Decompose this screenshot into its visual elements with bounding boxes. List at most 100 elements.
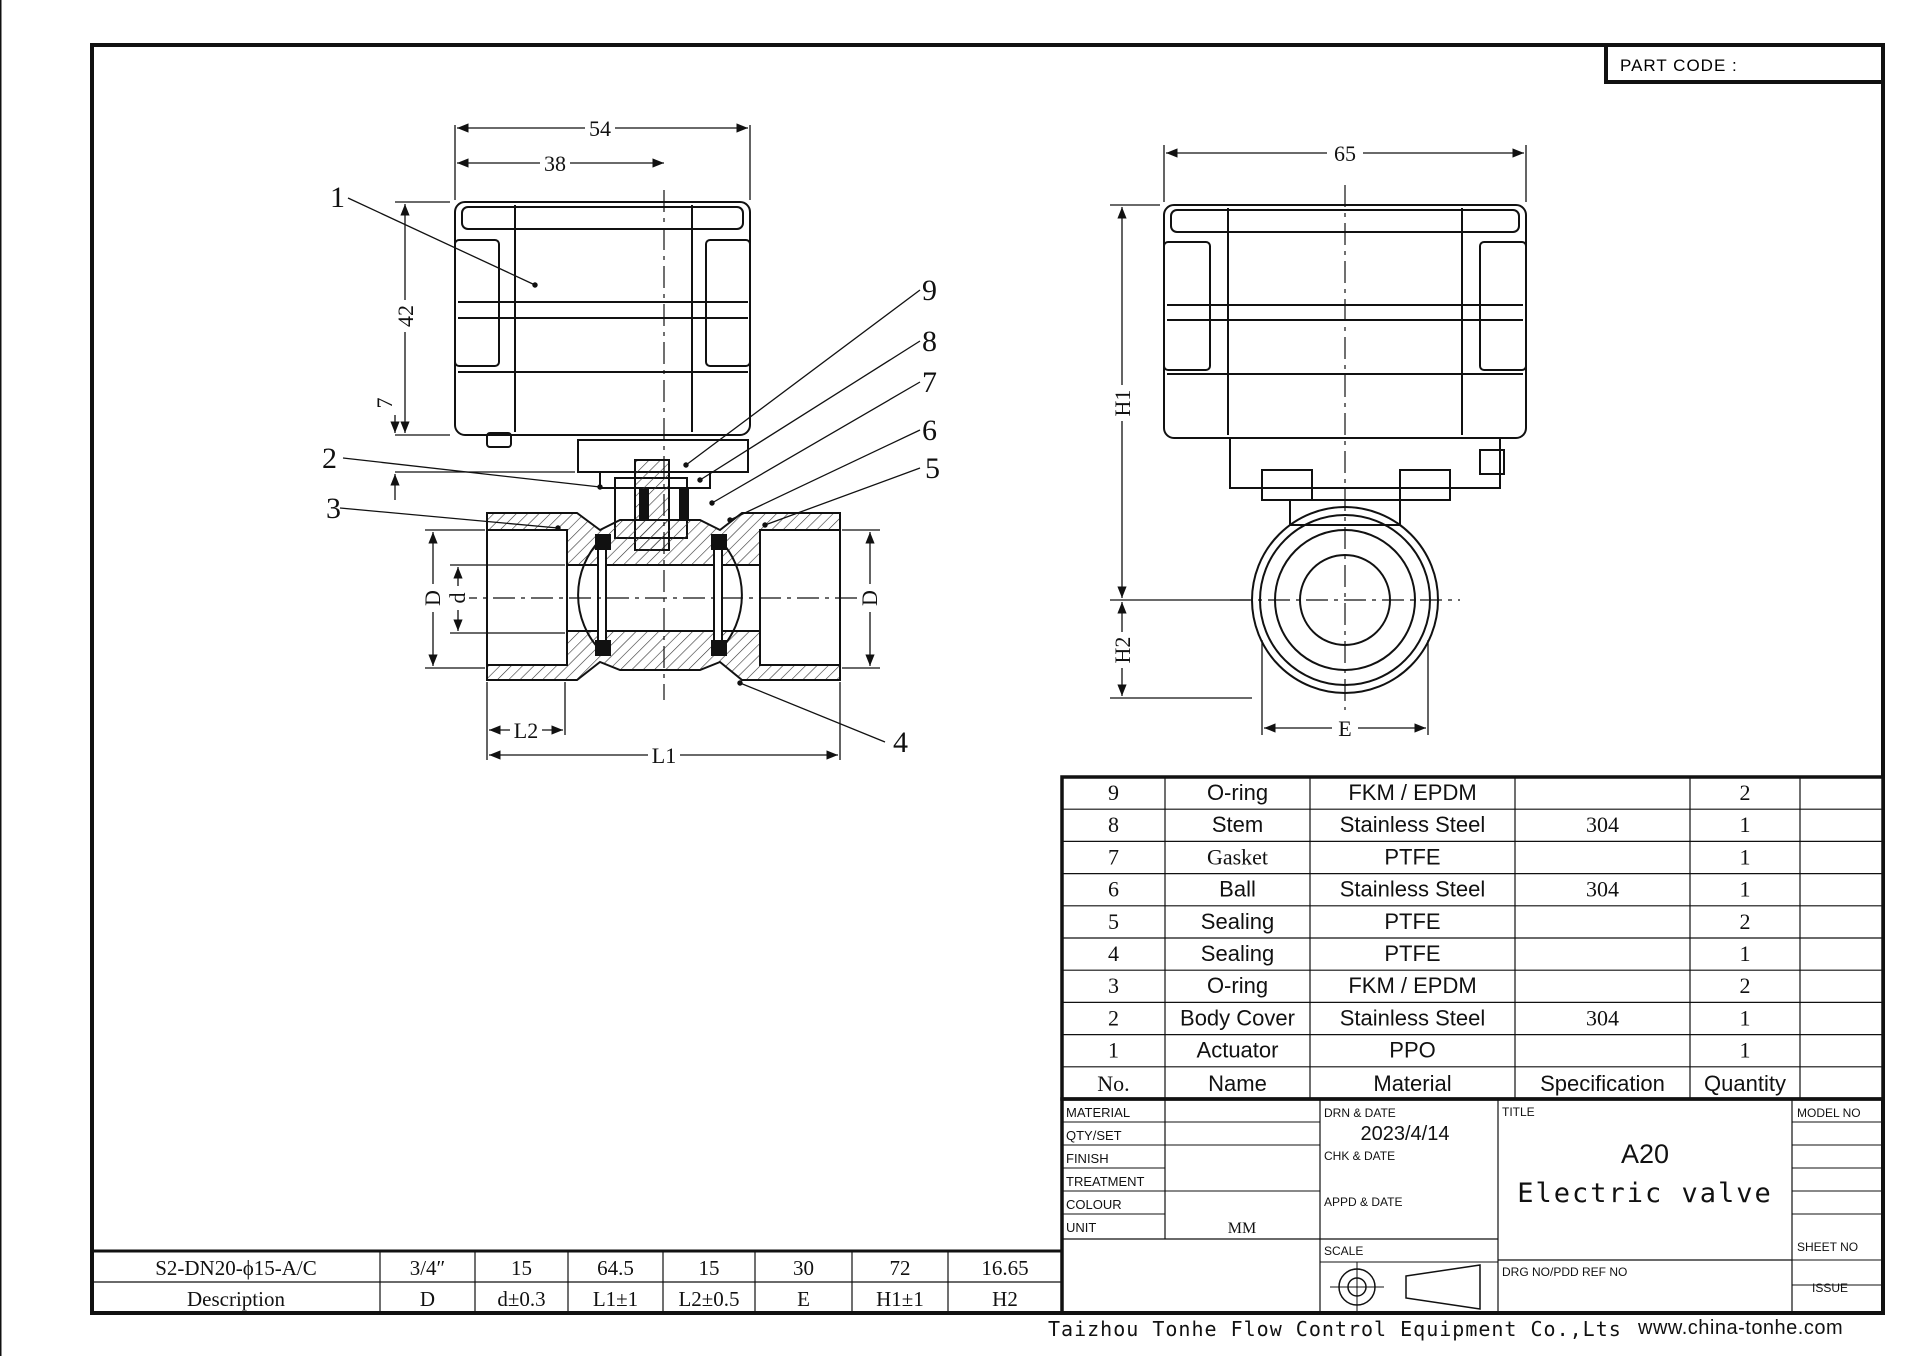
spec-value-4: 15 (699, 1256, 720, 1280)
bom-cell-no: 4 (1108, 941, 1119, 966)
bom-header-qty: Quantity (1704, 1071, 1786, 1096)
dim-7: 7 (372, 398, 397, 409)
bom-cell-material: FKM / EPDM (1348, 973, 1476, 998)
dim-H1: H1 (1110, 390, 1135, 417)
bom-cell-name: Gasket (1207, 844, 1268, 869)
bom-cell-material: PPO (1389, 1038, 1435, 1063)
front-dim-labels: 54 38 42 7 D d D L2 L1 (372, 114, 883, 768)
drg-label: DRG NO/PDD REF NO (1502, 1265, 1627, 1279)
callout-5: 5 (925, 452, 940, 485)
bom-cell-name: Sealing (1201, 909, 1274, 934)
bom-cell-qty: 1 (1740, 812, 1751, 837)
bom-cell-qty: 2 (1740, 973, 1751, 998)
dim-L1: L1 (652, 743, 676, 768)
spec-value-0: S2-DN20-ϕ15-A/C (155, 1256, 317, 1280)
label-qty-set: QTY/SET (1066, 1128, 1122, 1143)
chk-label: CHK & DATE (1324, 1149, 1395, 1163)
appd-label: APPD & DATE (1324, 1195, 1402, 1209)
dim-H2: H2 (1110, 637, 1135, 664)
bom-cell-qty: 1 (1740, 877, 1751, 902)
bom-cell-qty: 1 (1740, 1005, 1751, 1030)
bom-cell-qty: 2 (1740, 909, 1751, 934)
part-code-label: PART CODE : (1620, 56, 1738, 75)
bom-cell-qty: 1 (1740, 941, 1751, 966)
title-line1: A20 (1621, 1139, 1669, 1169)
bom-cell-no: 5 (1108, 909, 1119, 934)
bom-cell-qty: 1 (1740, 844, 1751, 869)
dim-38: 38 (544, 151, 566, 176)
callout-leaders (339, 197, 921, 743)
spec-value-7: 16.65 (981, 1256, 1028, 1280)
callout-6: 6 (922, 414, 937, 447)
spec-label-3: L1±1 (593, 1287, 638, 1311)
scale-label: SCALE (1324, 1244, 1363, 1258)
bom-header-spec: Specification (1540, 1071, 1665, 1096)
title-line2: Electric valve (1517, 1178, 1773, 1209)
side-dim-labels: 65 H1 H2 E (1110, 140, 1363, 741)
bom-cell-no: 3 (1108, 973, 1119, 998)
callout-8: 8 (922, 325, 937, 358)
spec-label-2: d±0.3 (497, 1287, 545, 1311)
label-material: MATERIAL (1066, 1105, 1130, 1120)
spec-value-1: 3/4″ (410, 1256, 446, 1280)
bom-header-no: No. (1097, 1071, 1129, 1096)
bom-cell-material: Stainless Steel (1340, 1005, 1486, 1030)
part-code-box: PART CODE : (1604, 45, 1883, 84)
dim-42: 42 (393, 305, 418, 327)
callout-3: 3 (326, 492, 341, 525)
label-treatment: TREATMENT (1066, 1174, 1145, 1189)
bom-cell-name: Actuator (1197, 1038, 1279, 1063)
spec-label-0: Description (187, 1287, 285, 1311)
front-view (454, 190, 860, 700)
bom-cell-qty: 2 (1740, 780, 1751, 805)
callout-2: 2 (322, 442, 337, 475)
side-view (1163, 185, 1527, 710)
bom-cell-material: Stainless Steel (1340, 877, 1486, 902)
bom-cell-material: FKM / EPDM (1348, 780, 1476, 805)
bom-cell-name: Sealing (1201, 941, 1274, 966)
callout-4: 4 (893, 726, 908, 759)
bom-header-material: Material (1373, 1071, 1451, 1096)
callout-numbers: 1 2 3 4 5 6 7 8 9 (322, 181, 940, 759)
label-unit: UNIT (1066, 1220, 1096, 1235)
sheet-label: SHEET NO (1797, 1240, 1858, 1254)
spec-value-3: 64.5 (597, 1256, 634, 1280)
callout-1: 1 (330, 181, 345, 214)
issue-label: ISSUE (1812, 1281, 1848, 1295)
title-label: TITLE (1502, 1105, 1535, 1119)
label-finish: FINISH (1066, 1151, 1109, 1166)
callout-7: 7 (922, 366, 937, 399)
drn-label: DRN & DATE (1324, 1106, 1396, 1120)
dim-L2: L2 (514, 718, 538, 743)
bom-cell-material: PTFE (1384, 909, 1440, 934)
side-dimensions (1110, 145, 1527, 735)
dim-65: 65 (1334, 141, 1356, 166)
spec-label-1: D (420, 1287, 435, 1311)
dim-54: 54 (589, 116, 611, 141)
dim-D-right: D (857, 590, 882, 606)
callout-9: 9 (922, 274, 937, 307)
bom-cell-name: Ball (1219, 877, 1256, 902)
label-colour: COLOUR (1066, 1197, 1122, 1212)
company-website[interactable]: www.china-tonhe.com (1638, 1317, 1844, 1339)
bom-cell-no: 8 (1108, 812, 1119, 837)
sheet-border (90, 43, 1885, 1315)
spec-label-6: H1±1 (876, 1287, 924, 1311)
dim-E: E (1338, 716, 1351, 741)
bom-cell-no: 7 (1108, 844, 1119, 869)
model-label: MODEL NO (1797, 1106, 1861, 1120)
bom-cell-spec: 304 (1586, 1005, 1619, 1030)
spec-value-2: 15 (511, 1256, 532, 1280)
bom-cell-material: Stainless Steel (1340, 812, 1486, 837)
unit-value: MM (1228, 1220, 1256, 1237)
bom-header-name: Name (1208, 1071, 1267, 1096)
spec-label-4: L2±0.5 (678, 1287, 739, 1311)
bom-cell-name: Stem (1212, 812, 1263, 837)
bom-cell-no: 6 (1108, 877, 1119, 902)
spec-label-5: E (797, 1287, 810, 1311)
bom-cell-spec: 304 (1586, 877, 1619, 902)
bom-cell-name: O-ring (1207, 973, 1268, 998)
bom-cell-qty: 1 (1740, 1038, 1751, 1063)
